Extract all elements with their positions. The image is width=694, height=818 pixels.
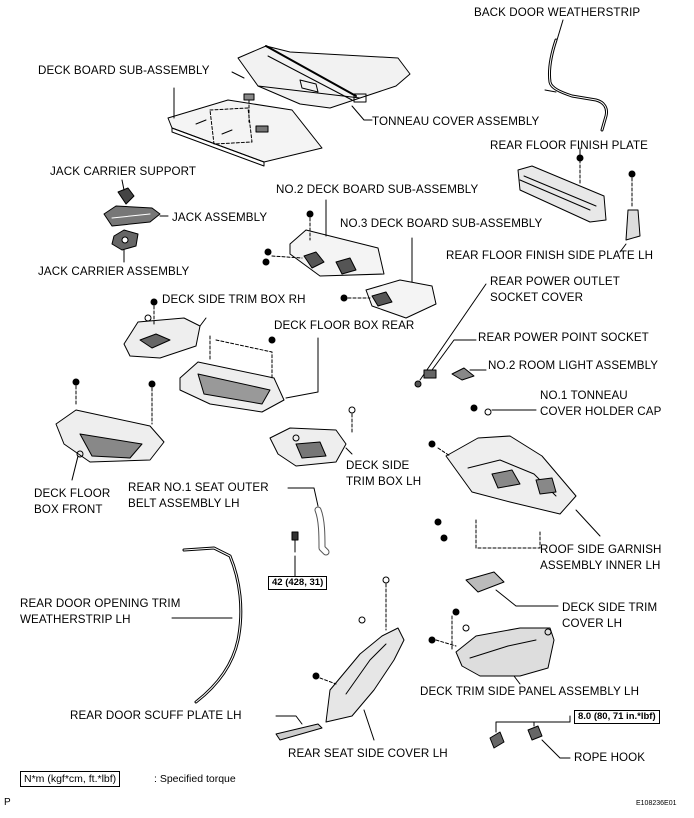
label-back-door-weatherstrip: BACK DOOR WEATHERSTRIP [474, 6, 641, 19]
label-no2-deck-board: NO.2 DECK BOARD SUB-ASSEMBLY [276, 183, 479, 196]
label-rear-power-outlet-line2: SOCKET COVER [490, 291, 584, 304]
rear-seat-side-cover-drawing [312, 576, 405, 723]
label-rear-floor-finish-plate: REAR FLOOR FINISH PLATE [490, 139, 648, 152]
deck-side-trim-box-lh-drawing [269, 406, 356, 467]
deck-floor-box-front-drawing [55, 378, 165, 463]
leader-deck-side-trim-cover [495, 589, 559, 607]
tonneau-cover-drawing [237, 45, 411, 109]
deck-board-drawing [167, 99, 323, 167]
deck-board-bolt-icon [243, 93, 255, 123]
label-rear-floor-finish-side-plate-lh: REAR FLOOR FINISH SIDE PLATE LH [446, 249, 654, 262]
legend-unit-box: N*m (kgf*cm, ft.*lbf) [20, 771, 121, 787]
leader-scuff-plate [275, 715, 303, 725]
label-tonneau-holder-cap-line2: COVER HOLDER CAP [540, 405, 662, 418]
label-deck-side-trim-box-lh-line2: TRIM BOX LH [346, 475, 422, 488]
deck-side-trim-cover-drawing [465, 571, 505, 593]
label-roof-side-garnish-line2: ASSEMBLY INNER LH [540, 559, 661, 572]
rear-door-opening-trim-drawing [182, 546, 243, 704]
leader-deck-trim-side-panel [513, 675, 521, 685]
label-deck-floor-box-front-line1: DECK FLOOR [34, 487, 111, 500]
label-seat-belt-line2: BELT ASSEMBLY LH [128, 497, 240, 510]
no2-deck-board-drawing [262, 210, 385, 277]
label-roof-side-garnish-line1: ROOF SIDE GARNISH [540, 543, 662, 556]
no3-deck-board-drawing [340, 279, 437, 319]
label-jack-assembly: JACK ASSEMBLY [172, 211, 268, 224]
tonneau-holder-cap-drawing [470, 404, 492, 416]
label-no3-deck-board: NO.3 DECK BOARD SUB-ASSEMBLY [340, 217, 543, 230]
torque-belt-bolt: 42 (428, 31) [268, 576, 328, 590]
label-rear-power-outlet-line1: REAR POWER OUTLET [490, 275, 620, 288]
leader-rear-seat-side-cover [363, 709, 375, 741]
rear-door-scuff-plate-drawing [275, 723, 323, 741]
leader-seat-belt [287, 487, 319, 507]
deck-trim-side-panel-drawing [428, 608, 555, 677]
leader-deck-floor-box-rear [285, 337, 319, 399]
label-rear-door-scuff-plate: REAR DOOR SCUFF PLATE LH [70, 709, 242, 722]
leader-rear-floor-side-plate [619, 243, 627, 253]
label-jack-carrier-support: JACK CARRIER SUPPORT [50, 165, 197, 178]
label-rope-hook: ROPE HOOK [574, 751, 646, 764]
leader-rear-power-outlet-cover [419, 283, 487, 381]
leader-rear-power-point-socket [431, 339, 477, 371]
leader-deck-side-trim-lh [345, 447, 353, 455]
rear-floor-finish-plate-drawing [517, 154, 607, 223]
leader-rope-hook [541, 739, 571, 759]
label-deck-side-trim-box-rh: DECK SIDE TRIM BOX RH [162, 293, 306, 306]
leader-tonneau-cover [351, 105, 373, 121]
leader-back-door-weatherstrip [556, 19, 564, 41]
label-deck-board-sub-assembly: DECK BOARD SUB-ASSEMBLY [38, 64, 210, 77]
legend-description: : Specified torque [154, 773, 236, 785]
label-deck-floor-box-front-line2: BOX FRONT [34, 503, 103, 516]
jack-assembly-drawing [103, 205, 161, 227]
deck-side-trim-box-rh-drawing [123, 298, 201, 359]
rear-floor-finish-side-plate-drawing [625, 170, 641, 241]
no2-room-light-drawing [451, 367, 475, 381]
leader-deck-floor-box-front [71, 455, 79, 481]
page-marker: P [4, 797, 11, 808]
torque-rope-hook: 8.0 (80, 71 in.*lbf) [574, 710, 660, 724]
rear-seat-belt-drawing [291, 506, 330, 556]
label-deck-side-trim-box-lh-line1: DECK SIDE [346, 459, 410, 472]
leader-jack-carrier-support [121, 179, 125, 191]
label-seat-belt-line1: REAR NO.1 SEAT OUTER [128, 481, 269, 494]
label-tonneau-holder-cap-line1: NO.1 TONNEAU [540, 389, 628, 402]
jack-carrier-support-drawing [117, 187, 135, 205]
leader-deck-board [231, 71, 245, 79]
label-deck-side-trim-cover-line1: DECK SIDE TRIM [562, 601, 658, 614]
label-deck-floor-box-rear: DECK FLOOR BOX REAR [274, 319, 415, 332]
deck-floor-box-rear-drawing [179, 335, 285, 413]
label-rear-seat-side-cover: REAR SEAT SIDE COVER LH [288, 747, 448, 760]
rear-power-point-socket-drawing [423, 369, 437, 379]
jack-carrier-assembly-drawing [111, 229, 139, 251]
figure-id: E108236E01 [636, 800, 677, 807]
rear-power-outlet-socket-cover-drawing [414, 380, 422, 388]
label-deck-side-trim-cover-line2: COVER LH [562, 617, 623, 630]
label-rear-door-opening-trim-line2: WEATHERSTRIP LH [20, 613, 131, 626]
rope-hook-drawing [489, 715, 571, 749]
leader-roof-side-garnish [575, 509, 601, 537]
label-rear-power-point-socket: REAR POWER POINT SOCKET [478, 331, 649, 344]
label-tonneau-cover-assembly: TONNEAU COVER ASSEMBLY [372, 115, 540, 128]
label-no2-room-light: NO.2 ROOM LIGHT ASSEMBLY [488, 359, 659, 372]
back-door-weatherstrip-drawing [544, 38, 608, 132]
label-rear-door-opening-trim-line1: REAR DOOR OPENING TRIM [20, 597, 181, 610]
label-deck-trim-side-panel: DECK TRIM SIDE PANEL ASSEMBLY LH [420, 685, 640, 698]
leader-deck-side-trim-rh [199, 317, 207, 327]
roof-side-garnish-drawing [428, 435, 577, 549]
label-jack-carrier-assembly: JACK CARRIER ASSEMBLY [38, 265, 190, 278]
